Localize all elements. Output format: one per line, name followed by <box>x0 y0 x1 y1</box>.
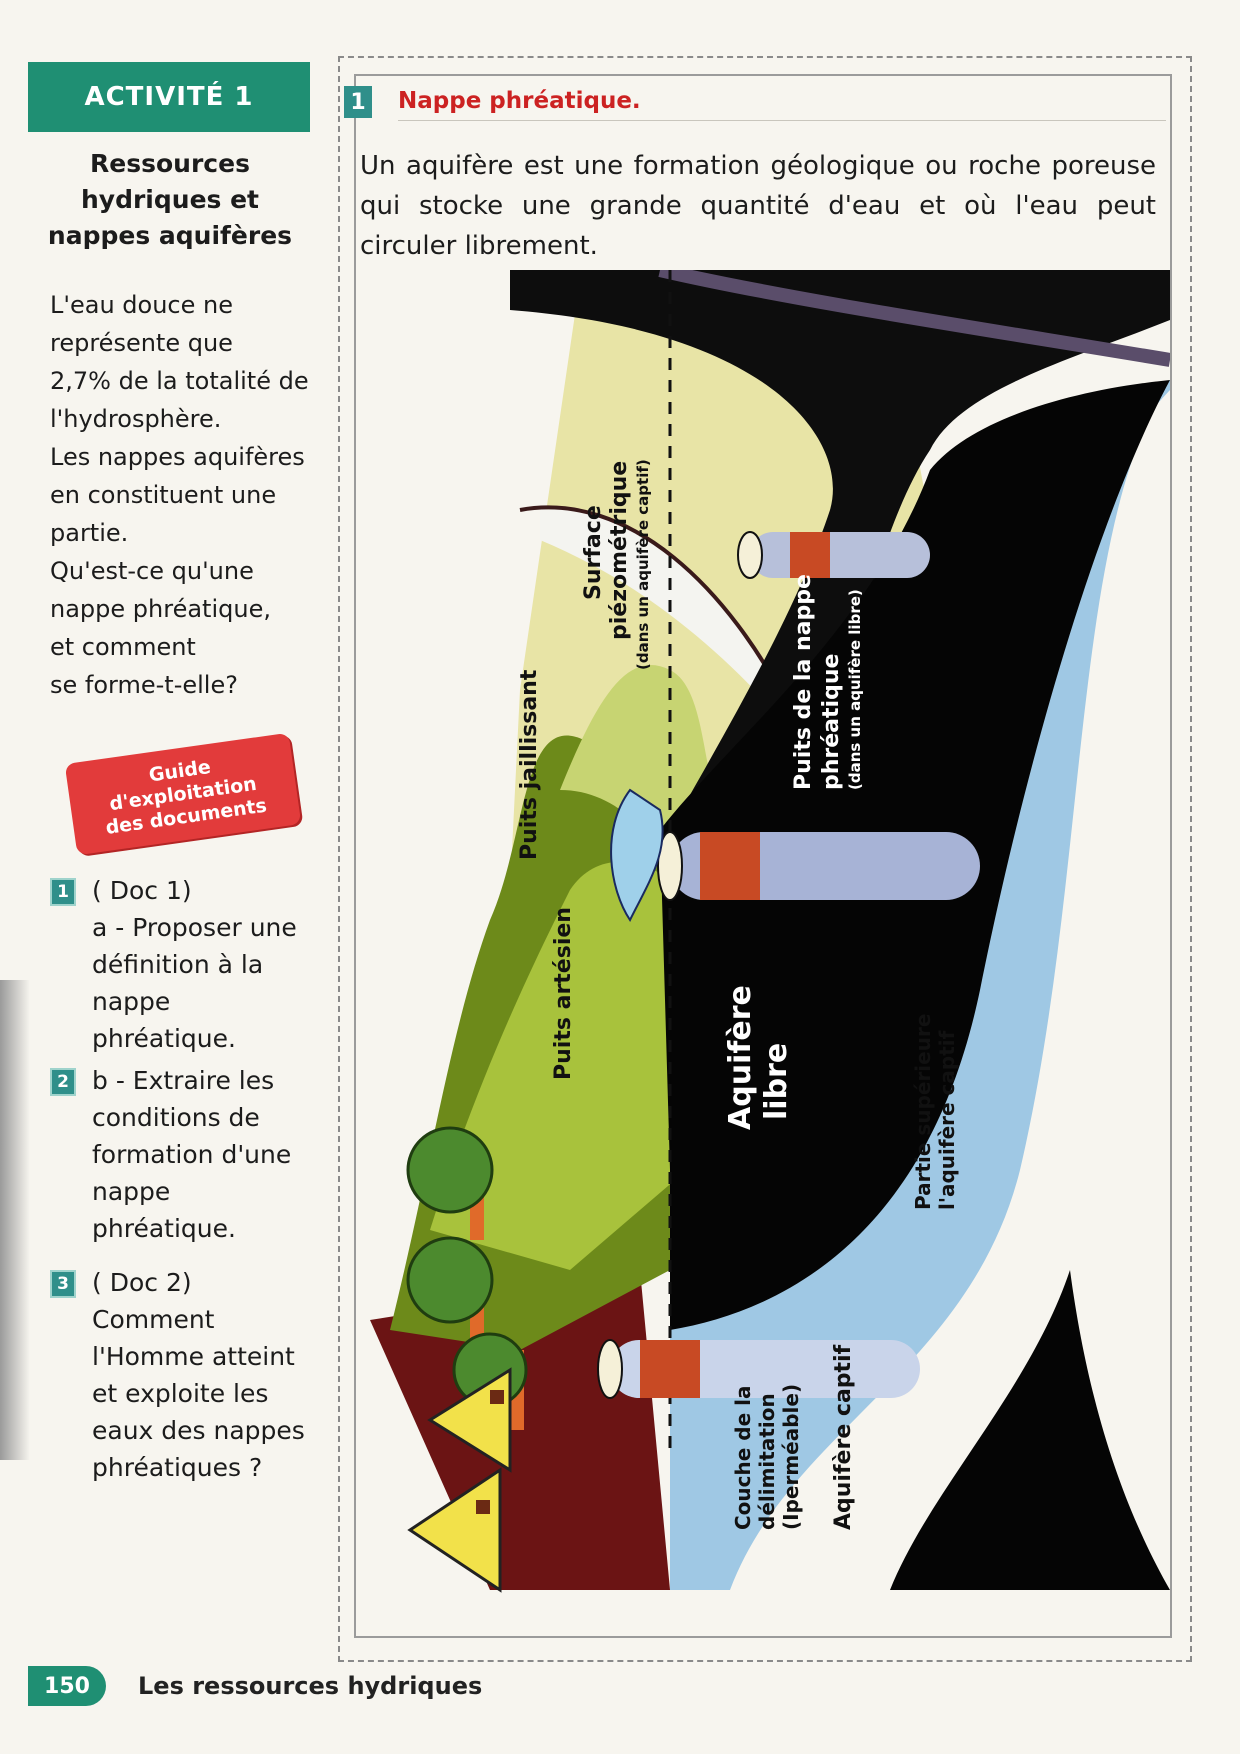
question-3: 3 ( Doc 2) Comment l'Homme atteint et ex… <box>50 1264 320 1486</box>
question-line: nappe phréatique. <box>92 1177 236 1243</box>
flowing-well-label: Puits jaillissant <box>517 669 542 860</box>
document-title-rule <box>398 120 1166 121</box>
question-line: formation d'une <box>92 1140 292 1169</box>
question-line: nappe phréatique. <box>92 987 236 1053</box>
page-fold-shadow <box>0 980 30 1460</box>
intro-line: L'eau douce ne <box>50 291 233 319</box>
intro-line: nappe phréatique, <box>50 595 271 623</box>
tree-icon <box>406 1126 494 1240</box>
bottom-rock-layer <box>890 1270 1170 1590</box>
boundary-layer-label: Couche de la délimitation (Iperméable) <box>731 1384 803 1530</box>
upper-captive-label-line-1: Partie supérieure <box>911 1014 935 1210</box>
activity-banner: ACTIVITÉ 1 <box>28 62 310 132</box>
page-number: 150 <box>28 1666 106 1706</box>
phreatic-well-label-line-3: (dans un aquifère libre) <box>846 589 864 790</box>
question-line: b - Extraire les <box>92 1066 275 1095</box>
question-line: phréatiques ? <box>92 1453 263 1482</box>
document-dashed-border <box>338 56 1192 1662</box>
free-aquifer-label-line-2: libre <box>759 1043 794 1120</box>
aquifer-diagram-svg: Surface piézométrique (dans un aquifère … <box>370 270 1170 1593</box>
surface-label: Surface piézométrique (dans un aquifère … <box>581 459 652 670</box>
intro-line: se forme-t-elle? <box>50 671 238 699</box>
piezometric-zone <box>540 509 804 740</box>
free-aquifer-label: Aquifère libre <box>723 985 794 1130</box>
phreatic-well-label: Puits de la nappe phréatique (dans un aq… <box>791 574 864 790</box>
intro-text: L'eau douce ne représente que 2,7% de la… <box>50 286 320 704</box>
intro-line: l'hydrosphère. <box>50 405 222 433</box>
lesson-title-line: nappes aquifères <box>47 221 293 250</box>
top-impermeable-layer <box>510 270 1170 970</box>
free-aquifer-label-line-1: Aquifère <box>723 985 758 1130</box>
question-number: 1 <box>50 878 76 906</box>
question-number: 3 <box>50 1270 76 1298</box>
boundary-layer-label-line-1: Couche de la <box>731 1386 755 1530</box>
lesson-title-line: hydriques et <box>80 185 260 214</box>
question-line: eaux des nappes <box>92 1416 305 1445</box>
question-line: et exploite les <box>92 1379 269 1408</box>
meadow-layer <box>430 861 730 1270</box>
house-icon <box>407 1467 502 1593</box>
upper-captive-label-line-2: l'aquifère captif <box>935 1030 959 1210</box>
boundary-layer-label-line-3: (Iperméable) <box>779 1384 803 1530</box>
upper-captive-label: Partie supérieure l'aquifère captif <box>911 1014 959 1210</box>
question-line: ( Doc 2) Comment <box>92 1268 215 1334</box>
intro-line: Qu'est-ce qu'une <box>50 557 254 585</box>
captive-aquifer-label: Aquifère captif <box>831 1344 856 1530</box>
question-2: 2 b - Extraire les conditions de formati… <box>50 1062 320 1247</box>
phreatic-well-red <box>790 532 830 578</box>
question-number: 2 <box>50 1068 76 1096</box>
lesson-title-line: Ressources <box>90 149 250 178</box>
lesson-title: Ressources hydriques et nappes aquifères <box>34 146 306 254</box>
surface-label-line-1: Surface <box>581 505 606 600</box>
phreatic-well <box>750 532 930 578</box>
question-line: a - Proposer une <box>92 913 297 942</box>
question-1: 1 ( Doc 1) a - Proposer une définition à… <box>50 872 320 1057</box>
document-number: 1 <box>344 86 372 118</box>
document-text: Un aquifère est une formation géologique… <box>360 151 1156 261</box>
intro-line: et comment <box>50 633 196 661</box>
intro-line: 2,7% de la totalité de <box>50 367 309 395</box>
intro-line: représente que <box>50 329 233 357</box>
tree-icon <box>406 1236 494 1350</box>
house-icon <box>427 1367 512 1473</box>
intro-line: partie. <box>50 519 129 547</box>
intro-line: Les nappes aquifères <box>50 443 305 471</box>
boundary-layer-label-line-2: délimitation <box>755 1393 779 1530</box>
artesian-well-top <box>597 1339 623 1399</box>
phreatic-well-label-line-2: phréatique <box>819 654 844 790</box>
top-rim <box>658 270 1170 367</box>
question-line: ( Doc 1) <box>92 876 192 905</box>
flowing-well-red <box>700 832 760 900</box>
document-title: Nappe phréatique. <box>398 88 641 114</box>
artesian-well-red <box>640 1340 700 1398</box>
activity-label: ACTIVITÉ 1 <box>84 82 254 112</box>
phreatic-well-top <box>737 531 763 579</box>
surface-label-line-2: piézométrique <box>607 461 632 640</box>
surface-label-line-3: (dans un aquifère captif) <box>634 459 652 670</box>
water-splash-icon <box>610 788 664 922</box>
phreatic-well-label-line-1: Puits de la nappe <box>791 574 816 790</box>
aquifer-diagram: Surface piézométrique (dans un aquifère … <box>370 270 1170 1630</box>
chapter-title: Les ressources hydriques <box>138 1672 483 1700</box>
guide-badge: Guide d'exploitation des documents <box>64 732 302 856</box>
question-line: l'Homme atteint <box>92 1342 295 1371</box>
artesian-well-label: Puits artésien <box>551 907 576 1080</box>
flowing-well-top <box>657 831 683 901</box>
question-line: définition à la <box>92 950 264 979</box>
question-line: conditions de <box>92 1103 260 1132</box>
intro-line: en constituent une <box>50 481 277 509</box>
